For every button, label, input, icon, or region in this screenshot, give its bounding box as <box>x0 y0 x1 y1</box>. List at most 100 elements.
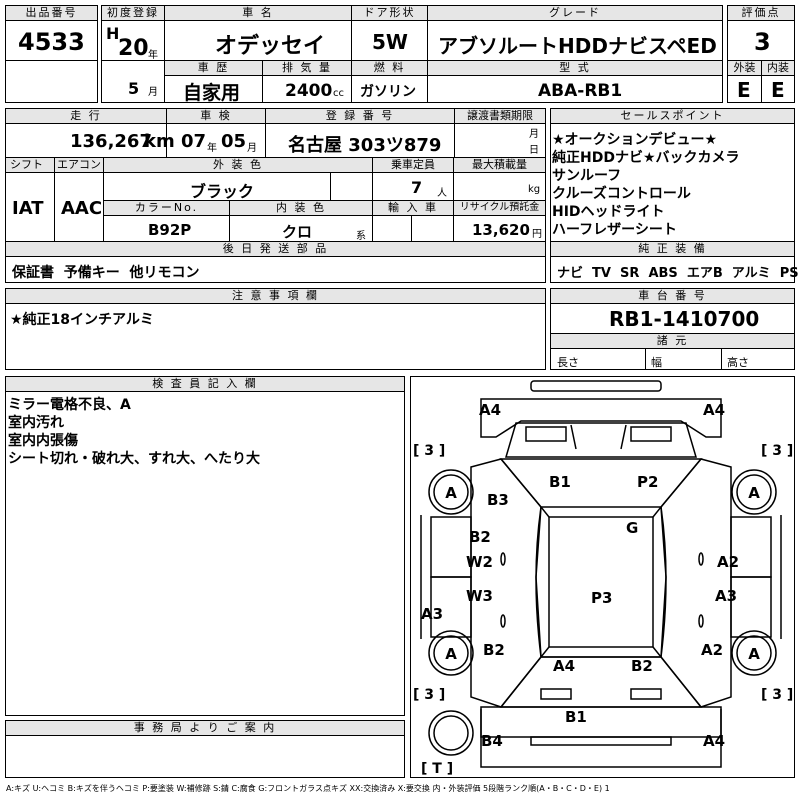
chassis-number: RB1-1410700 <box>609 307 760 331</box>
specs-label: 諸 元 <box>551 334 794 349</box>
transfer-label: 譲渡書類期限 <box>455 109 545 124</box>
ac-label: エアコン <box>55 158 103 173</box>
kg-unit: kg <box>528 184 541 195</box>
office-box: 事 務 局 よ り ご 案 内 <box>5 720 405 778</box>
capacity-unit: 人 <box>437 188 447 199</box>
max-load-cell: 最大積載量 kg <box>453 157 546 201</box>
score-label: 評価点 <box>728 6 794 21</box>
exterior-grade-cell: 外装 E <box>727 60 762 103</box>
equipment-box: 純 正 装 備 ナビ TV SR ABS エアB アルミ PS PW <box>550 241 799 283</box>
yen-unit: 円 <box>532 229 542 240</box>
specs-divider-1 <box>645 348 646 370</box>
door-label: ドア形状 <box>352 6 427 21</box>
notes-box: 注 意 事 項 欄 ★純正18インチアルミ <box>5 288 546 370</box>
after-parts: 保証書 予備キー 他リモコン <box>12 265 200 281</box>
tread-front-right: [ 3 ] <box>761 443 793 459</box>
ext-color-label: 外 装 色 <box>104 158 372 173</box>
grade: アブソルートHDDナビスペED <box>438 34 717 58</box>
label-left-quarter-a3: A3 <box>421 605 443 623</box>
history: 自家用 <box>183 82 241 104</box>
damage-diagram-box: A4 A4 B1 P2 B3 G B2 W2 A2 W3 A3 A3 P3 B2… <box>410 376 795 778</box>
label-right-rear-a2: A2 <box>701 641 723 659</box>
int-color-sys: 系 <box>356 231 366 242</box>
transfer-cell: 譲渡書類期限 月 日 <box>454 108 546 158</box>
year-unit: 年 <box>148 50 158 61</box>
door: 5W <box>372 30 408 54</box>
fuel-cell: 燃 料 ガソリン <box>351 60 428 103</box>
import-cell: 輸 入 車 <box>372 200 454 243</box>
km-unit: km <box>144 131 175 152</box>
color-no: B92P <box>148 221 192 239</box>
sales-points-box: セールスポイント ★オークションデビュー★ 純正HDDナビ★バックカメラ サンル… <box>550 108 795 242</box>
first-registration-cell: 初度登録 H 20 年 <box>101 5 165 61</box>
mileage-cell: 走 行 136,267 km <box>5 108 175 158</box>
inspector-box: 検 査 員 記 入 欄 ミラー電格不良、A 室内汚れ 室内内張傷 シート切れ・破… <box>5 376 405 716</box>
shift-cell: シフト IAT <box>5 157 55 242</box>
interior-label: 内装 <box>762 61 794 76</box>
transfer-day: 日 <box>529 145 539 156</box>
ac-cell: エアコン AAC <box>54 157 104 242</box>
grade-label: グレード <box>428 6 722 21</box>
after-parts-cell: 後 日 発 送 部 品 保証書 予備キー 他リモコン <box>5 241 546 283</box>
lot-number: 4533 <box>18 28 85 56</box>
inspection-year-unit: 年 <box>207 143 217 154</box>
registration-label: 登 録 番 号 <box>266 109 454 124</box>
shift-label: シフト <box>6 158 54 173</box>
lot-blank-cell <box>5 60 98 103</box>
inspection-month: 05 <box>221 131 247 152</box>
tread-rear-left: [ 3 ] <box>413 687 445 703</box>
model-label: 型 式 <box>428 61 722 76</box>
car-name: オデッセイ <box>215 34 326 59</box>
mileage: 136,267 <box>70 131 152 152</box>
specs-box: 諸 元 長さ 幅 高さ <box>550 333 795 370</box>
door-cell: ドア形状 5W <box>351 5 428 61</box>
label-left-rear-b2: B2 <box>483 641 505 659</box>
chassis-box: 車 台 番 号 RB1-1410700 <box>550 288 795 334</box>
label-trunk-a4: A4 <box>553 657 575 675</box>
int-color-cell: 内 装 色 クロ 系 <box>229 200 373 242</box>
month: 5 <box>128 79 140 98</box>
history-cell: 車 歴 自家用 <box>164 60 263 104</box>
dim-height: 高さ <box>727 356 749 369</box>
tread-front-left: [ 3 ] <box>413 443 445 459</box>
label-left-rear-door-w3: W3 <box>466 587 493 605</box>
capacity-label: 乗車定員 <box>373 158 453 173</box>
specs-divider-2 <box>721 348 722 370</box>
displacement-label: 排 気 量 <box>263 61 351 76</box>
dim-length: 長さ <box>557 356 579 369</box>
interior-grade-cell: 内装 E <box>761 60 795 103</box>
max-load-label: 最大積載量 <box>454 158 545 173</box>
score-cell: 評価点 3 <box>727 5 795 61</box>
label-hood-p2: P2 <box>637 473 658 491</box>
fuel: ガソリン <box>360 84 416 100</box>
label-front-right-a4: A4 <box>703 401 725 419</box>
spare-tire-label: [ T ] <box>421 761 453 777</box>
label-left-door-w2: W2 <box>466 553 493 571</box>
inspection-cell: 車 検 07 年 05 月 <box>166 108 266 158</box>
transfer-month: 月 <box>529 129 539 140</box>
exterior-label: 外装 <box>728 61 761 76</box>
ext-color-divider <box>330 172 331 202</box>
mileage-label: 走 行 <box>6 109 166 124</box>
label-hood-b1: B1 <box>549 473 571 491</box>
label-right-rear-door-a3: A3 <box>715 587 737 605</box>
label-fender-b3: B3 <box>487 491 509 509</box>
office-label: 事 務 局 よ り ご 案 内 <box>6 721 404 736</box>
label-left-door-b2: B2 <box>469 528 491 546</box>
equipment-label: 純 正 装 備 <box>551 242 794 257</box>
fuel-label: 燃 料 <box>352 61 427 76</box>
tire-front-left-label: A <box>445 484 457 502</box>
interior-grade: E <box>771 78 785 102</box>
inspection-label: 車 検 <box>167 109 265 124</box>
label-windshield-g: G <box>626 519 638 537</box>
capacity: 7 <box>411 178 423 197</box>
color-no-cell: カラーNo. B92P <box>103 200 230 242</box>
inspection-month-unit: 月 <box>247 143 257 154</box>
lot-number-cell: 出品番号 4533 <box>5 5 98 61</box>
dim-width: 幅 <box>651 356 662 369</box>
sales-points: ★オークションデビュー★ 純正HDDナビ★バックカメラ サンルーフ クルーズコン… <box>552 132 740 238</box>
label-roof-p3: P3 <box>591 589 612 607</box>
recycle: 13,620 <box>472 221 530 239</box>
after-parts-label: 後 日 発 送 部 品 <box>6 242 545 257</box>
int-color-label: 内 装 色 <box>230 201 372 216</box>
